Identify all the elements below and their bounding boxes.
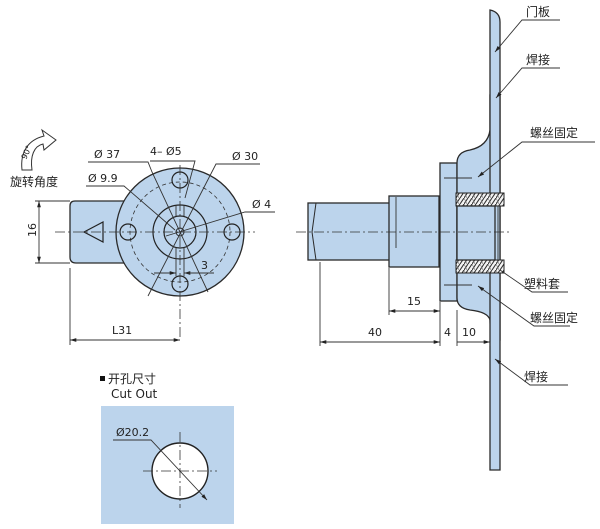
front-view: Ø 37 4– Ø5 Ø 30 Ø 9.9 Ø 4 3 16 L31 bbox=[26, 145, 275, 345]
cutout-title-cn: 开孔尺寸 bbox=[108, 372, 156, 386]
bullet-square bbox=[100, 376, 105, 381]
slot bbox=[175, 205, 185, 276]
callout-screw-fix-top: 螺丝固定 bbox=[530, 125, 578, 140]
cutout-title-en: Cut Out bbox=[111, 387, 158, 401]
callout-door-panel: 门板 bbox=[526, 4, 550, 19]
dim-4: 4 bbox=[444, 326, 451, 339]
callout-plastic-sleeve: 塑料套 bbox=[524, 276, 560, 291]
dim-holes: 4– Ø5 bbox=[150, 145, 182, 158]
side-view: 门板 焊接 螺丝固定 塑料套 螺丝固定 焊接 15 40 4 10 bbox=[296, 4, 595, 471]
dim-15: 15 bbox=[407, 295, 421, 308]
bushing bbox=[456, 205, 496, 261]
dim-center-hole: Ø 4 bbox=[252, 198, 271, 211]
holes-leader bbox=[150, 160, 196, 199]
center-hole-leader bbox=[165, 211, 275, 237]
direction-triangle bbox=[82, 221, 104, 243]
dim-10: 10 bbox=[462, 326, 476, 339]
dim-outer-dia: Ø 37 bbox=[94, 148, 120, 161]
dim-inner-dia: Ø 9.9 bbox=[88, 172, 118, 185]
plastic-sleeve-bottom bbox=[455, 259, 505, 274]
plastic-sleeve-top bbox=[455, 192, 505, 207]
dim-bolt-circle: Ø 30 bbox=[232, 150, 258, 163]
shaft-collar bbox=[388, 195, 440, 268]
cutout-section: 开孔尺寸 Cut Out Ø20.2 bbox=[100, 372, 234, 524]
dim-slot-width: 3 bbox=[201, 259, 208, 272]
dim-length: L31 bbox=[112, 324, 132, 337]
dim-tongue-height: 16 bbox=[26, 223, 39, 237]
curved-arrow-icon: 90° bbox=[20, 128, 57, 171]
dim-40: 40 bbox=[368, 326, 382, 339]
callout-weld-top: 焊接 bbox=[526, 52, 550, 67]
callout-weld-bottom: 焊接 bbox=[524, 369, 548, 384]
rotation-caption: 旋转角度 bbox=[10, 174, 58, 189]
dim-cutout-diameter: Ø20.2 bbox=[116, 426, 149, 439]
bolt-circle-leader bbox=[147, 163, 260, 297]
inner-dia-leader bbox=[86, 185, 176, 231]
callout-screw-fix-bottom: 螺丝固定 bbox=[530, 310, 578, 325]
shaft bbox=[307, 202, 395, 261]
rotation-indicator: 90° 旋转角度 bbox=[10, 128, 58, 189]
